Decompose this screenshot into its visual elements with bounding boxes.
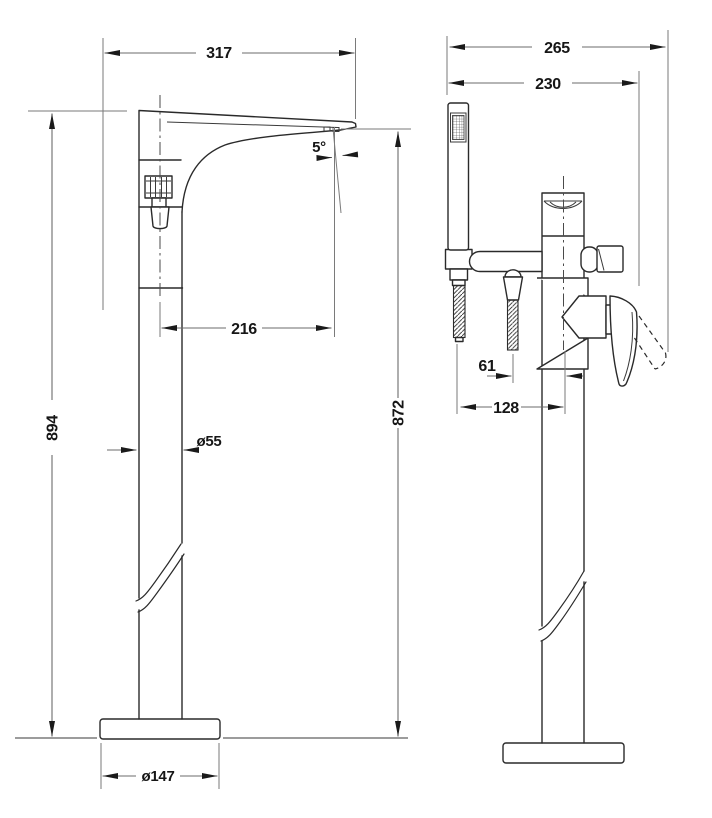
hand-shower-wand — [447, 102, 470, 251]
shower-connector-collar — [444, 248, 473, 270]
dim-hose-spacing-61: 61 — [478, 351, 584, 414]
supply-hose — [502, 269, 524, 351]
spray-face — [450, 112, 467, 143]
lever-swivel-dashed — [633, 315, 667, 370]
dim-label-spout-height: 872 — [391, 400, 408, 426]
base-plate-side — [99, 718, 221, 740]
dim-shower-offset-128: 128 — [456, 344, 564, 417]
dim-label-column-diameter: ø55 — [197, 433, 222, 450]
valve-body — [536, 277, 589, 370]
shower-holder-arm — [468, 250, 543, 273]
outlet-fitting — [580, 245, 624, 273]
dim-depth-317: 317 — [102, 38, 356, 310]
dim-label-spout-angle: 5° — [312, 139, 326, 156]
side-view — [15, 95, 408, 740]
dim-label-hose-spacing: 61 — [478, 358, 496, 375]
dim-label-shower-offset: 128 — [493, 400, 519, 417]
dim-label-width-to-handle: 230 — [535, 76, 561, 93]
dim-spout-height-872: 872 — [341, 128, 411, 737]
dim-width-265: 265 — [446, 30, 669, 352]
lever-handle — [561, 295, 667, 387]
dim-label-height-overall: 894 — [45, 415, 62, 441]
dim-label-width-overall: 265 — [544, 40, 570, 57]
dim-width-230: 230 — [448, 71, 640, 286]
front-view — [444, 102, 667, 764]
break-symbol-side — [135, 543, 185, 613]
aerator — [323, 126, 331, 132]
break-symbol-front — [538, 570, 587, 642]
base-plate-front — [502, 742, 625, 764]
dim-label-depth: 317 — [206, 45, 232, 62]
dim-label-base-diameter: ø147 — [142, 768, 175, 785]
dim-label-spout-reach: 216 — [231, 321, 257, 338]
dim-spout-reach-216: 216 — [159, 302, 332, 338]
shower-hose — [449, 268, 469, 343]
dim-spout-angle-5deg: 5° — [312, 127, 359, 337]
dim-base-diameter-147: ø147 — [100, 743, 220, 789]
dim-column-diameter-55: ø55 — [107, 433, 222, 453]
dim-height-894: 894 — [28, 110, 127, 737]
